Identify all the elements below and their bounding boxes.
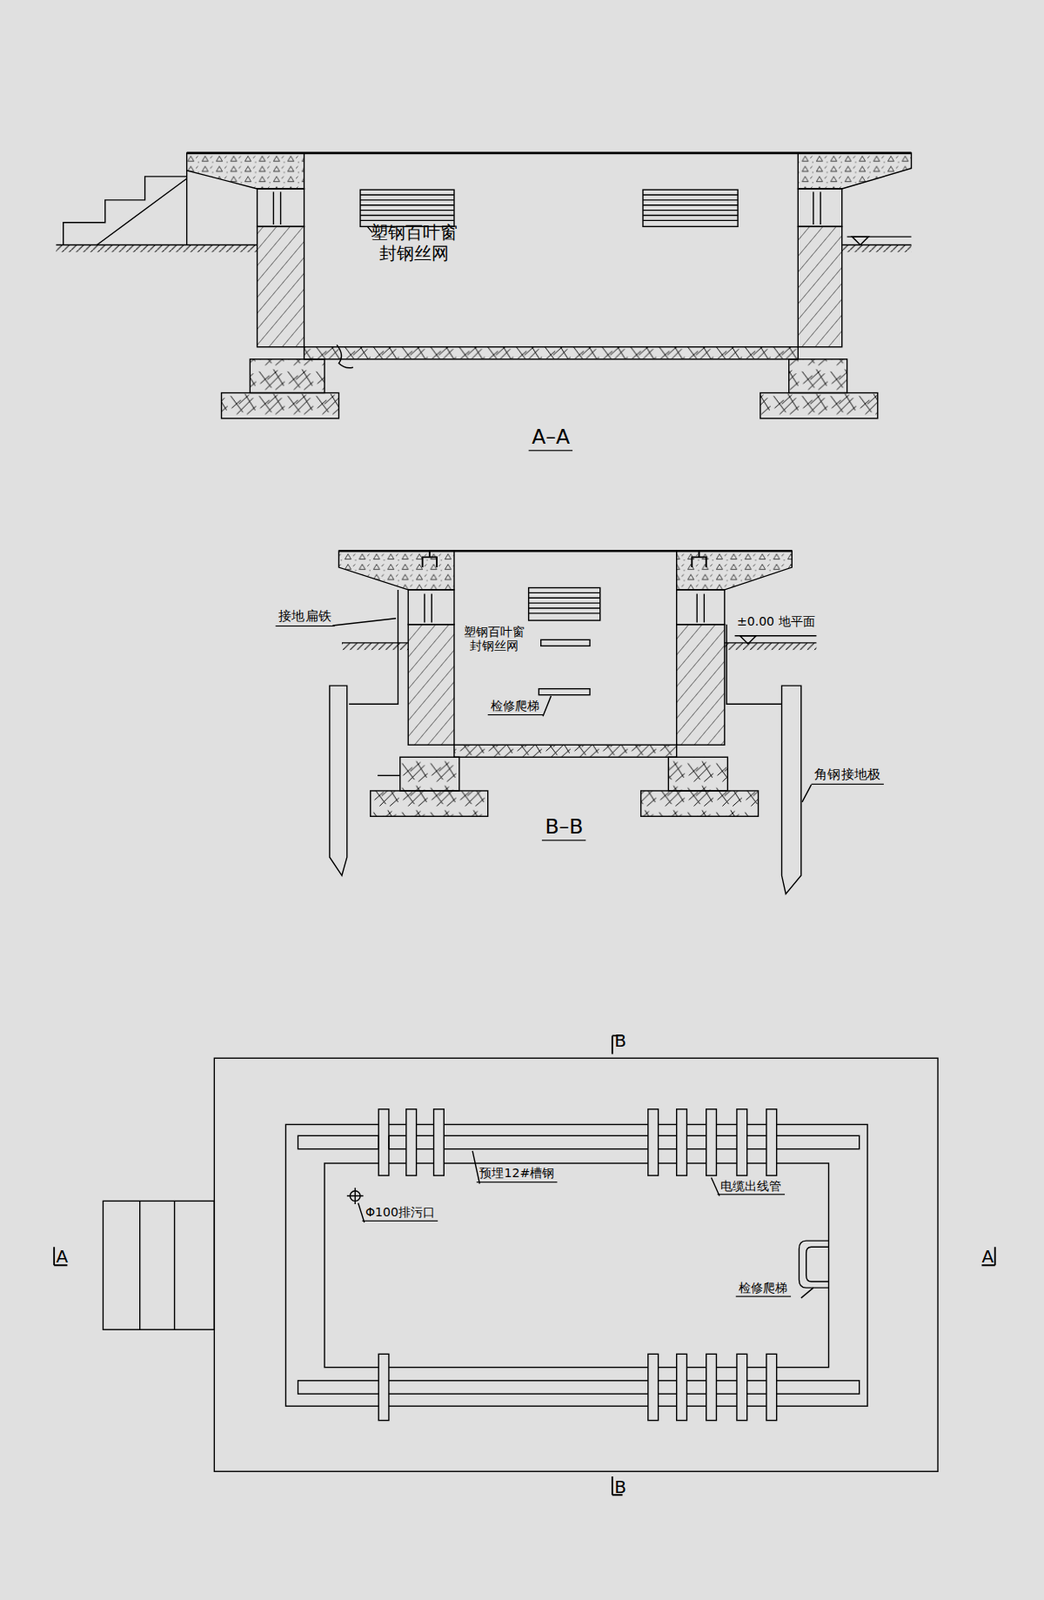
section-mark-holder: A xyxy=(56,1245,69,1267)
ground-level-label: ±0.00 地平面 xyxy=(736,614,816,629)
grounding-strip-label-holder: 接地扁铁 xyxy=(275,608,335,627)
section-mark-holder: A xyxy=(981,1245,994,1267)
cable-pipe-label-holder: 电缆出线管 xyxy=(717,1178,785,1196)
drain-label: Φ100排污口 xyxy=(365,1204,435,1219)
section-mark: A xyxy=(981,1245,994,1266)
window-note: 塑钢百叶窗 封钢丝网 xyxy=(463,624,525,654)
ladder-label: 检修爬梯 xyxy=(738,1280,788,1295)
ladder-label: 检修爬梯 xyxy=(490,698,540,713)
ladder-label-holder: 检修爬梯 xyxy=(488,698,543,716)
section-mark: B xyxy=(614,1476,627,1497)
window-note-holder: 塑钢百叶窗 封钢丝网 xyxy=(454,624,534,655)
window-note: 塑钢百叶窗 封钢丝网 xyxy=(370,222,458,264)
grounding-strip-label: 接地扁铁 xyxy=(278,608,332,624)
section-mark-holder: B xyxy=(614,1030,627,1052)
section-mark-holder: B xyxy=(614,1476,627,1498)
ground-rod-label: 角钢接地极 xyxy=(814,766,881,783)
channel-steel-label-holder: 预埋12#槽钢 xyxy=(476,1166,558,1184)
section-mark: A xyxy=(56,1245,69,1266)
ground-rod-label-holder: 角钢接地极 xyxy=(811,766,884,785)
section-title: B–B xyxy=(544,814,583,839)
section-mark: B xyxy=(614,1030,627,1051)
channel-steel-label: 预埋12#槽钢 xyxy=(479,1166,555,1181)
window-note-holder: 塑钢百叶窗 封钢丝网 xyxy=(361,222,467,265)
section-title-holder: A–A xyxy=(528,424,574,451)
drain-label-holder: Φ100排污口 xyxy=(361,1204,438,1222)
section-title: A–A xyxy=(531,424,570,449)
ground-level-label-holder: ±0.00 地平面 xyxy=(736,614,816,630)
cable-pipe-label: 电缆出线管 xyxy=(720,1178,782,1193)
section-title-holder: B–B xyxy=(542,814,587,841)
ladder-label-holder: 检修爬梯 xyxy=(736,1280,791,1298)
